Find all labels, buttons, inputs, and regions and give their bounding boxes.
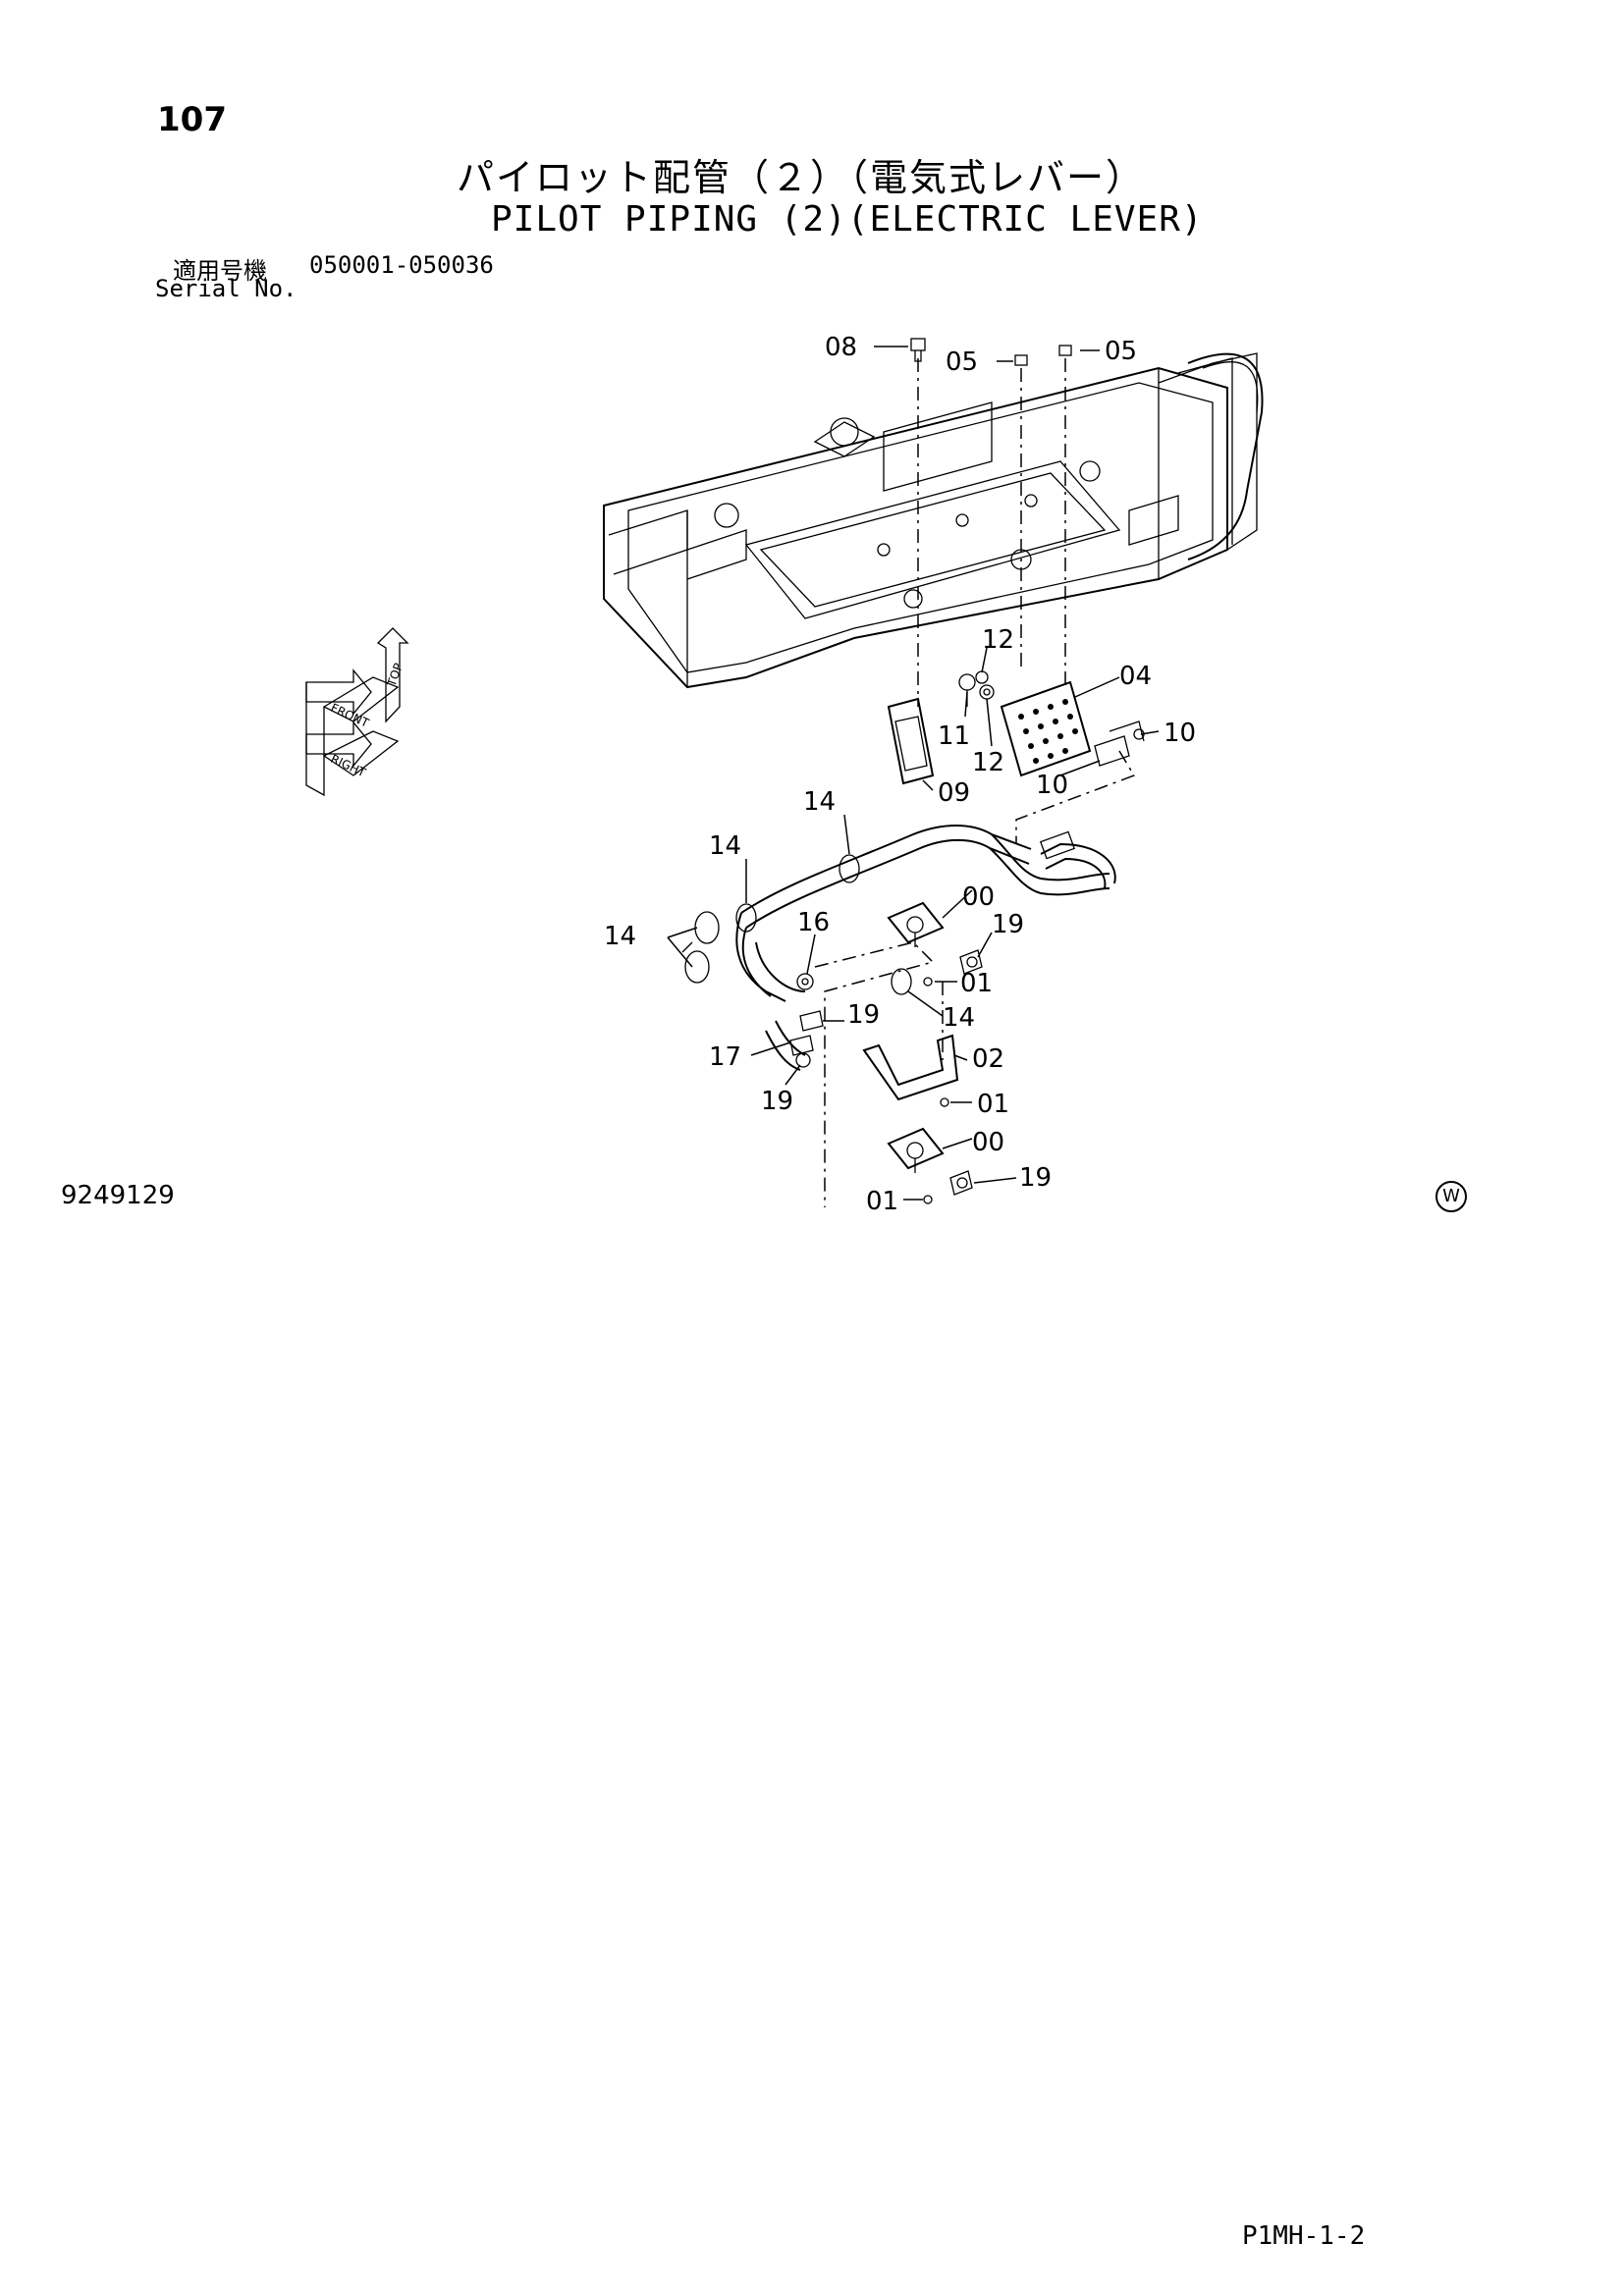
- fitting-16: [796, 973, 814, 990]
- fitting-17: [789, 1035, 814, 1068]
- callout-12a: 12: [982, 625, 1014, 655]
- callout-04: 04: [1119, 662, 1152, 691]
- callout-01a: 01: [960, 969, 993, 998]
- orientation-indicator: TOP FRONT RIGHT: [305, 627, 409, 797]
- callout-01b: 01: [977, 1090, 1009, 1119]
- page-title-english: PILOT PIPING (2)(ELECTRIC LEVER): [491, 199, 1204, 240]
- serial-range: 050001-050036: [309, 251, 494, 279]
- exploded-parts-diagram: TOP FRONT RIGHT: [305, 333, 1264, 1216]
- bolt-08: [910, 338, 926, 362]
- bracket-plate-09: [887, 697, 935, 785]
- callout-02: 02: [972, 1044, 1004, 1074]
- serial-label-english: Serial No.: [155, 275, 298, 302]
- callout-05b: 05: [1105, 337, 1137, 366]
- callout-08: 08: [825, 333, 857, 362]
- callout-17: 17: [709, 1042, 741, 1072]
- callout-11: 11: [938, 721, 970, 751]
- clamp-14d: [891, 968, 912, 995]
- callout-09: 09: [938, 778, 970, 808]
- callout-labels: 08 05 05 12 04 11 12 10 10 09 14 14 00 1…: [604, 333, 1196, 1216]
- bolt-01a: [923, 977, 933, 987]
- callout-19a: 19: [992, 910, 1024, 939]
- orientation-right-label: RIGHT: [329, 752, 369, 780]
- fitting-12a: [975, 670, 989, 684]
- hose-assembly: [735, 825, 1116, 1071]
- clamp-14c: [681, 911, 720, 984]
- callout-00b: 00: [972, 1128, 1004, 1157]
- callout-00a: 00: [962, 882, 995, 912]
- fitting-19b: [799, 1010, 824, 1032]
- fitting-12b: [979, 684, 995, 700]
- bolt-01c: [923, 1195, 933, 1204]
- clamp-14b: [735, 903, 757, 933]
- lever-bracket-00b: [887, 1127, 945, 1173]
- manifold-block-04: [1000, 680, 1092, 777]
- cab-floor-frame: [603, 352, 1264, 689]
- callout-01c: 01: [866, 1187, 898, 1216]
- callout-14b: 14: [709, 831, 741, 861]
- callout-19d: 19: [1019, 1163, 1052, 1193]
- bolt-05b: [1058, 345, 1072, 356]
- page-number: 107: [157, 100, 227, 139]
- callout-14a: 14: [803, 787, 836, 817]
- circled-w-mark: W: [1435, 1181, 1467, 1212]
- callout-05a: 05: [946, 347, 978, 377]
- bolt-05a: [1014, 354, 1028, 366]
- fitting-11: [958, 673, 976, 707]
- callout-12b: 12: [972, 748, 1004, 777]
- leader-lines: [667, 346, 1160, 1201]
- page-code: P1MH-1-2: [1242, 2221, 1366, 2251]
- orientation-front-label: FRONT: [329, 701, 372, 730]
- page-title-japanese: パイロット配管（２）（電気式レバー）: [457, 156, 1146, 199]
- bracket-02: [862, 1034, 959, 1101]
- clamp-14a: [839, 854, 860, 883]
- callout-16: 16: [797, 908, 830, 937]
- lever-bracket-00a: [887, 901, 945, 947]
- bolt-01b: [940, 1097, 949, 1107]
- callout-10a: 10: [1164, 719, 1196, 748]
- callout-14c: 14: [604, 922, 636, 951]
- orientation-top-label: TOP: [384, 662, 406, 689]
- fitting-19d: [949, 1170, 973, 1196]
- connector-10: [1094, 721, 1145, 767]
- callout-19c: 19: [761, 1087, 793, 1116]
- assembly-line-hose: [1015, 750, 1136, 844]
- serial-label-japanese: 適用号機: [173, 257, 267, 285]
- callout-14d: 14: [943, 1003, 975, 1033]
- assembly-line-lower: [814, 941, 935, 1207]
- callout-19b: 19: [847, 1000, 880, 1030]
- callout-10b: 10: [1036, 771, 1068, 800]
- drawing-number: 9249129: [61, 1181, 175, 1210]
- fitting-19a: [959, 949, 983, 975]
